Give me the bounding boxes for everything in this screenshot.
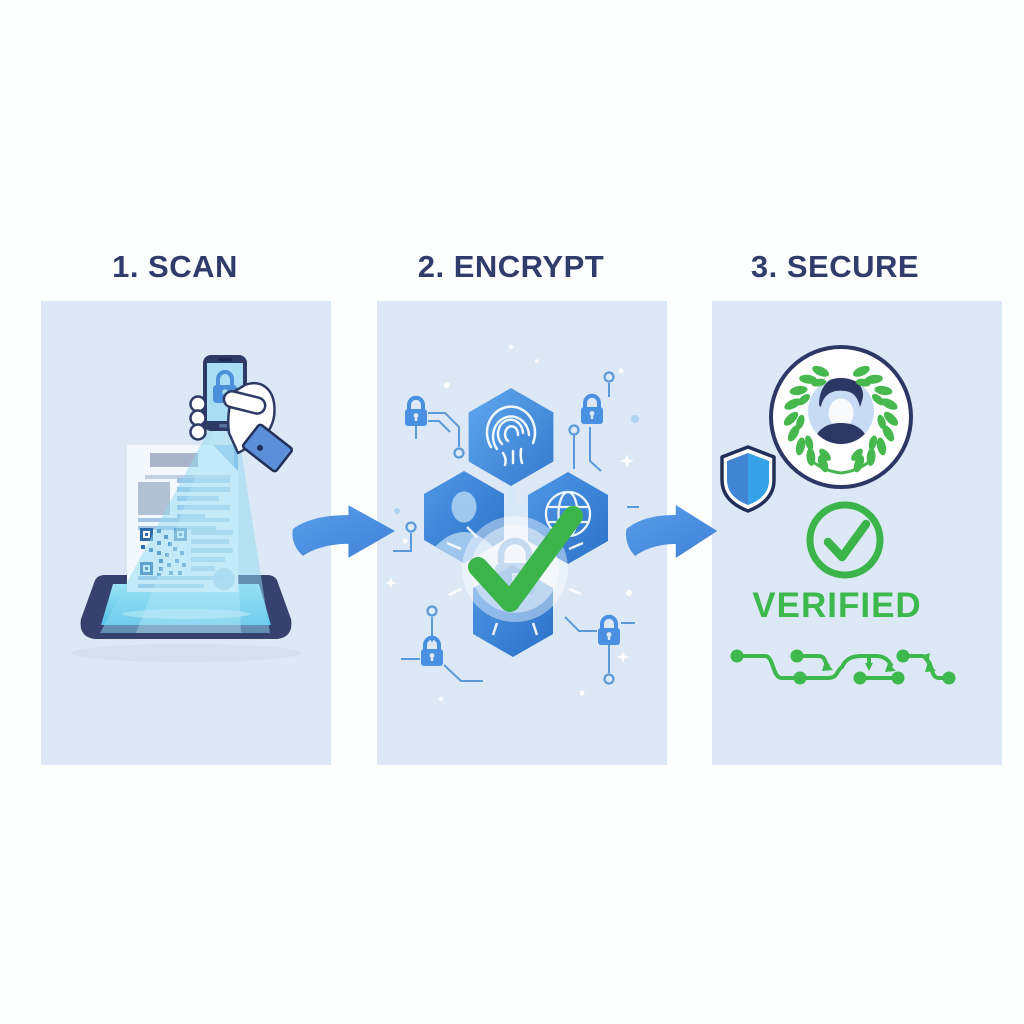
circuit-trace-icon [730,649,956,685]
step-title-secure: 3. SECURE [750,249,920,284]
step-title-scan: 1. SCAN [112,249,238,284]
panel-scan [41,301,331,765]
photo-box [138,482,170,515]
circuit-lines [393,371,639,685]
step-title-encrypt: 2. ENCRYPT [417,249,605,284]
shield-icon [720,445,776,513]
cuff [241,423,293,473]
panel-secure: VERIFIED [712,301,1002,765]
check-circle-icon [806,501,884,579]
fingerprint-hexagon-icon [468,388,554,486]
scan-beam [100,431,270,633]
laurel-wreath-icon [783,365,899,475]
hand-icon [189,382,293,473]
checkmark-icon [468,506,583,612]
laurel-badge-icon [769,345,913,489]
sparkles [385,345,639,701]
arrow-step2-to-step3-icon [622,503,731,559]
thumb [222,390,267,415]
panel-encrypt [377,301,667,765]
arrow-step1-to-step2-icon [288,503,397,559]
verified-label: VERIFIED [752,586,922,625]
fingerprint-icon [485,405,537,467]
